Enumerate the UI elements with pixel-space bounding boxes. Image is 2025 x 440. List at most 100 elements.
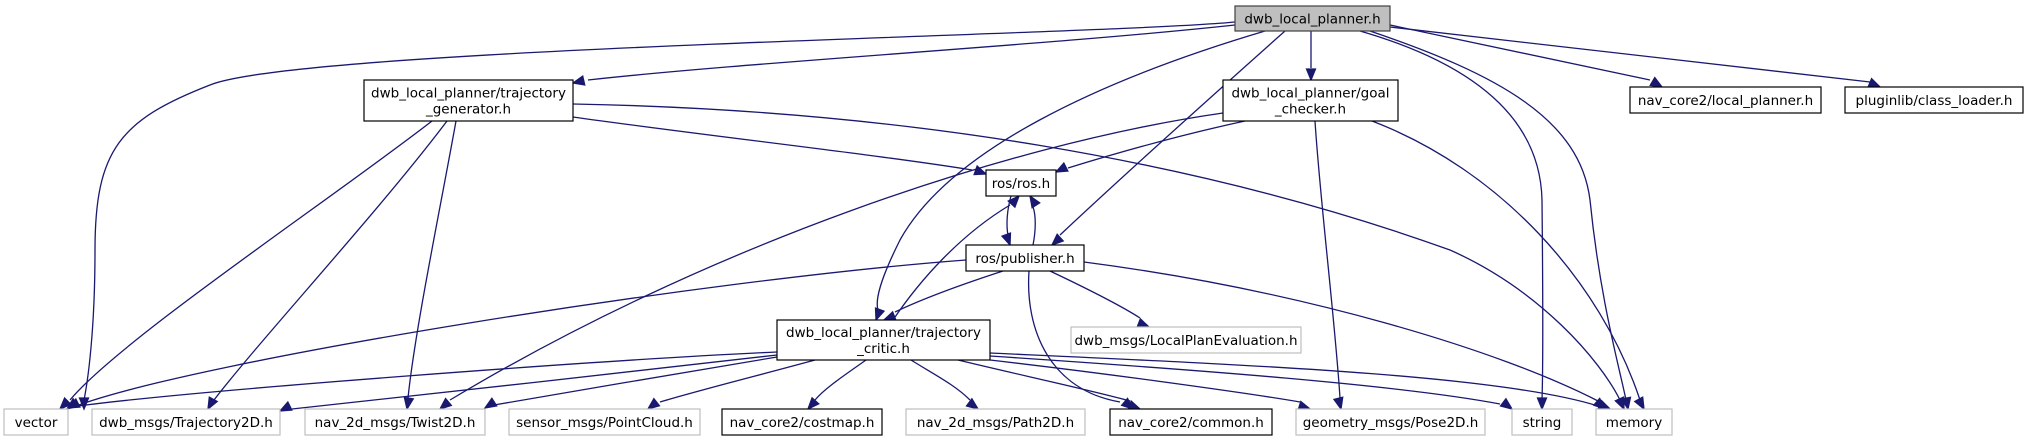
edge-goal_checker-to-twist2d — [438, 112, 1224, 411]
node-label: dwb_local_planner/trajectory — [371, 86, 566, 102]
node-box — [363, 79, 574, 122]
node-label: _checker.h — [1274, 102, 1346, 118]
node-box — [965, 244, 1085, 272]
arrowhead-icon — [1499, 397, 1514, 411]
edge-line — [69, 120, 433, 401]
edge-traj_critic-to-costmap — [806, 359, 867, 411]
edge-line — [1027, 270, 1121, 403]
edge-line — [910, 359, 971, 401]
node-label: _generator.h — [425, 102, 511, 118]
node-label: dwb_local_planner/trajectory — [786, 325, 981, 341]
node-label: nav_2d_msgs/Twist2D.h — [315, 415, 476, 431]
arrowhead-icon — [1614, 396, 1625, 411]
edge-line — [989, 355, 1501, 405]
node-label: geometry_msgs/Pose2D.h — [1303, 415, 1479, 431]
edge-root-to-traj_gen — [571, 24, 1236, 86]
node-class-loader[interactable]: pluginlib/class_loader.h — [1844, 86, 2024, 114]
edge-line — [1059, 30, 1286, 236]
node-box — [1295, 408, 1486, 436]
node-box — [776, 319, 991, 361]
node-box — [508, 408, 701, 436]
edge-publisher-to-local_plan_eval — [1049, 270, 1151, 328]
node-costmap[interactable]: nav_core2/costmap.h — [721, 408, 883, 436]
arrowhead-icon — [278, 400, 293, 412]
arrowhead-icon — [1050, 233, 1065, 247]
node-traj-critic[interactable]: dwb_local_planner/trajectory_critic.h — [776, 319, 991, 361]
node-ros[interactable]: ros/ros.h — [985, 169, 1057, 197]
node-publisher[interactable]: ros/publisher.h — [965, 244, 1085, 272]
edge-root-to-traj_critic — [874, 30, 1266, 322]
edge-line — [572, 103, 1621, 401]
edge-line — [407, 120, 457, 399]
node-box — [304, 408, 486, 436]
edge-line — [1067, 120, 1246, 169]
node-label: pluginlib/class_loader.h — [1856, 93, 2013, 109]
arrowhead-icon — [1305, 68, 1317, 82]
edge-line — [1389, 24, 1651, 81]
node-box — [721, 408, 883, 436]
node-label: dwb_local_planner/goal — [1231, 86, 1389, 102]
edge-traj_critic-to-pointcloud — [646, 359, 816, 411]
edge-publisher-to-ros — [1029, 194, 1041, 246]
node-string: string — [1511, 408, 1573, 436]
edge-line — [75, 259, 967, 407]
arrowhead-icon — [207, 396, 219, 411]
arrowhead-icon — [646, 397, 661, 411]
edge-traj_gen-to-trajectory2d — [207, 120, 448, 411]
edge-traj_critic-to-trajectory2d — [278, 354, 778, 412]
node-box — [1109, 408, 1273, 436]
node-label: sensor_msgs/PointCloud.h — [516, 415, 693, 431]
edge-traj_critic-to-vector — [66, 351, 778, 409]
node-traj-gen[interactable]: dwb_local_planner/trajectory_generator.h — [363, 79, 574, 122]
edge-line — [77, 351, 778, 407]
edge-traj_critic-to-string — [989, 355, 1514, 411]
node-root[interactable]: dwb_local_planner.h — [1234, 5, 1391, 32]
edge-traj_critic-to-ros — [892, 194, 1021, 321]
node-label: ros/ros.h — [992, 176, 1051, 192]
edge-traj_gen-to-ros — [572, 116, 988, 176]
node-label: ros/publisher.h — [975, 251, 1074, 267]
node-local-planner[interactable]: nav_core2/local_planner.h — [1629, 86, 1822, 114]
node-box — [985, 169, 1057, 197]
edge-traj_critic-to-memory — [989, 352, 1607, 411]
node-pose2d: geometry_msgs/Pose2D.h — [1295, 408, 1486, 436]
node-box — [1844, 86, 2024, 114]
arrowhead-icon — [483, 397, 498, 409]
arrowhead-icon — [66, 397, 81, 409]
edge-line — [1389, 26, 1871, 83]
node-common[interactable]: nav_core2/common.h — [1109, 408, 1273, 436]
node-box — [905, 408, 1086, 436]
edge-line — [989, 352, 1599, 407]
node-label: nav_core2/common.h — [1118, 415, 1264, 431]
node-vector: vector — [3, 408, 69, 436]
edges-layer — [58, 21, 1882, 412]
node-label: nav_2d_msgs/Path2D.h — [917, 415, 1074, 431]
node-box — [3, 408, 69, 436]
arrowhead-icon — [1332, 396, 1344, 411]
arrowhead-icon — [1592, 397, 1607, 411]
node-local-plan-eval: dwb_msgs/LocalPlanEvaluation.h — [1070, 326, 1302, 354]
nodes-layer: dwb_local_planner.h dwb_local_planner/tra… — [3, 5, 2024, 436]
node-label: dwb_local_planner.h — [1244, 12, 1380, 28]
node-goal-checker[interactable]: dwb_local_planner/goal_checker.h — [1222, 79, 1399, 122]
node-label: memory — [1606, 415, 1662, 431]
edge-line — [659, 359, 816, 403]
node-box — [91, 408, 281, 436]
arrowhead-icon — [874, 307, 886, 322]
edge-line — [449, 112, 1224, 401]
edge-line — [1083, 261, 1601, 403]
node-box — [1070, 326, 1302, 354]
edge-ros-to-publisher — [1000, 195, 1012, 247]
edge-traj_gen-to-memory — [572, 103, 1625, 411]
arrowhead-icon — [806, 396, 820, 411]
edge-line — [894, 270, 1004, 313]
node-label: nav_core2/costmap.h — [730, 415, 875, 431]
edge-line — [1371, 120, 1641, 401]
arrowhead-icon — [965, 397, 980, 411]
arrowhead-icon — [403, 396, 415, 411]
edge-line — [1049, 270, 1141, 319]
arrowhead-icon — [1649, 76, 1664, 88]
arrowhead-icon — [1867, 77, 1882, 88]
node-trajectory2d: dwb_msgs/Trajectory2D.h — [91, 408, 281, 436]
edge-line — [572, 116, 973, 171]
